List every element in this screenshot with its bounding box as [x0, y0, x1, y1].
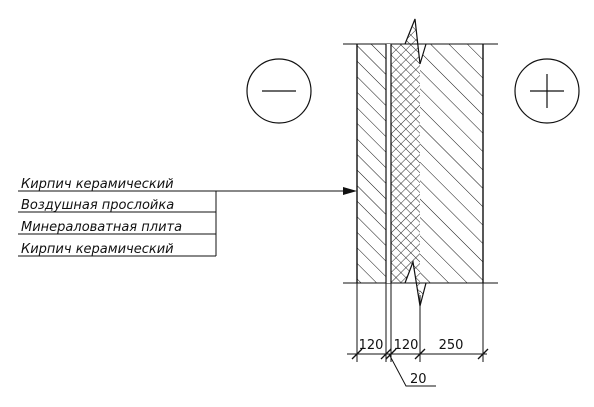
dim-insulation: 120	[394, 338, 419, 353]
cold-zone-minus-icon	[246, 58, 312, 124]
air-gap-leader	[388, 353, 436, 387]
legend-layer-4: Кирпич керамический	[21, 242, 174, 257]
wall-layers	[357, 19, 483, 306]
layers-legend: Кирпич керамический Воздушная прослойка …	[18, 177, 357, 257]
legend-layer-1: Кирпич керамический	[21, 177, 174, 192]
leader-arrow-icon	[343, 187, 357, 195]
warm-zone-plus-icon	[514, 58, 580, 124]
bottom-break-line	[404, 259, 427, 307]
dim-inner-brick: 250	[439, 338, 464, 353]
layer-boundaries	[356, 44, 484, 283]
dimension-chain: 120 120 250 20	[347, 283, 489, 387]
dim-outer-brick: 120	[359, 338, 384, 353]
legend-layer-2: Воздушная прослойка	[21, 198, 174, 213]
top-break-line	[404, 18, 427, 65]
dim-air-gap: 20	[410, 372, 427, 387]
legend-layer-3: Минераловатная плита	[21, 220, 182, 235]
outer-brick-layer	[357, 19, 386, 306]
inner-brick-layer	[420, 19, 483, 306]
insulation-layer	[391, 19, 420, 306]
air-gap-layer	[386, 19, 391, 306]
